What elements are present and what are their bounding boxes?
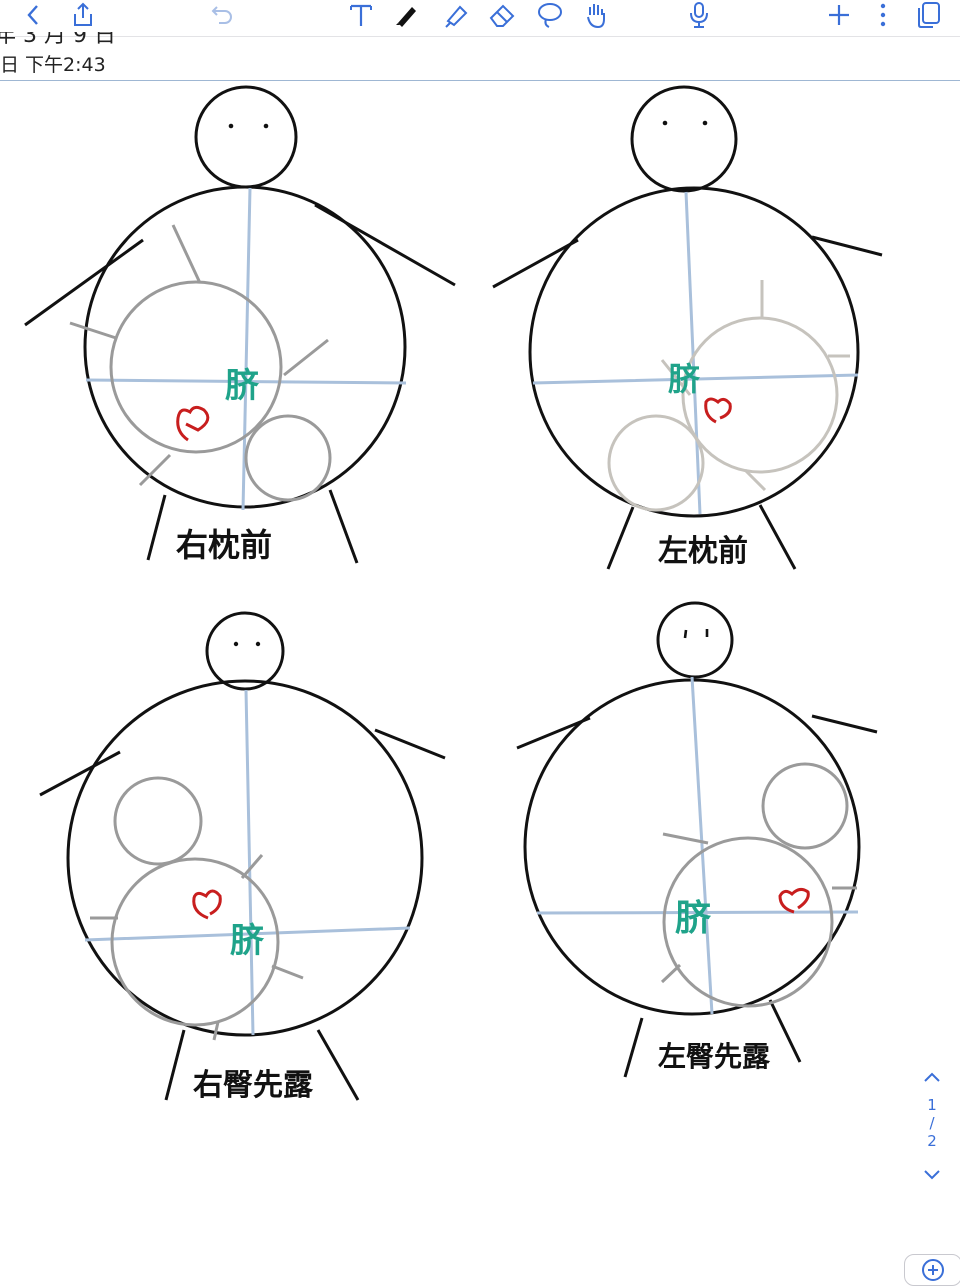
axis-lines [532,191,859,515]
pages-icon [918,2,940,28]
text-tool-button[interactable] [346,0,376,30]
note-date: 年 3 月 9 日 [0,23,116,48]
undo-icon [211,6,232,24]
figure-limbs [39,728,446,1101]
lasso-tool-button[interactable] [534,0,566,30]
highlighter-tool-button[interactable] [440,0,472,30]
navel-label: 脐 [668,360,701,398]
next-page-button[interactable] [912,1168,952,1192]
figure-left-occiput-anterior: 脐 左枕前 [492,85,883,570]
figure-belly [66,679,424,1037]
figure-limbs [492,235,883,570]
lasso-icon [538,3,562,28]
plus-circle-icon [922,1259,944,1281]
current-page-number: 1 [927,1096,937,1114]
eraser-icon [489,4,515,27]
add-page-button[interactable] [904,1254,960,1286]
axis-lines [536,676,859,1015]
touch-tool-button[interactable] [580,0,612,30]
fetus-sketch [69,224,332,502]
more-vertical-icon [880,3,886,27]
figure-right-occiput-anterior: 脐 右枕前 [24,85,456,564]
page-separator: / [929,1114,935,1132]
header-divider [0,80,960,81]
navel-label: 脐 [230,921,265,961]
position-label: 左枕前 [658,534,748,569]
figure-eye [255,641,261,647]
figure-eye [683,629,709,639]
position-label: 左臀先露 [658,1040,771,1073]
previous-page-button[interactable] [912,1070,952,1094]
figure-belly [83,185,407,509]
position-label: 右臀先露 [193,1068,314,1103]
plus-icon [829,5,849,25]
figure-eye [702,120,708,126]
figure-limbs [24,203,456,564]
fetus-sketch [607,280,850,512]
axis-lines [84,689,411,1036]
add-button[interactable] [824,0,854,30]
drawing-canvas[interactable]: 脐 右枕前 脐 左枕前 脐 右臀先露 [0,82,960,1212]
figure-head [205,611,285,691]
figure-head [194,85,298,189]
figure-head [630,85,738,193]
back-button[interactable] [18,0,48,30]
chevron-down-icon [924,1170,940,1180]
pen-icon [396,7,416,27]
chevron-up-icon [924,1072,940,1082]
figure-eye [662,120,668,126]
pages-button[interactable] [912,0,946,30]
highlighter-icon [445,5,468,28]
toolbar [0,0,960,37]
microphone-icon [690,2,708,28]
figure-limbs [516,714,878,1078]
share-button[interactable] [68,0,98,30]
figure-head [656,601,734,679]
figure-belly [528,186,860,518]
pen-tool-button[interactable] [390,0,422,30]
figure-eye [263,123,269,129]
more-button[interactable] [868,0,898,30]
hand-icon [587,4,605,29]
chevron-left-icon [27,5,38,25]
figure-eye [233,641,239,647]
fetus-sketch [90,776,304,1041]
heart-mark [778,887,810,914]
position-label: 右枕前 [176,526,272,564]
page-navigator: 1 / 2 [912,1070,952,1210]
heart-mark [192,889,222,920]
undo-button[interactable] [208,0,238,30]
note-time: 日 下午2:43 [0,54,106,76]
navel-label: 脐 [675,898,712,939]
share-icon [74,2,92,26]
eraser-tool-button[interactable] [486,0,518,30]
heart-mark [704,397,732,424]
text-tool-icon [350,4,372,26]
figure-eye [228,123,234,129]
figure-left-sacrum-presentation: 脐 左臀先露 [516,601,878,1078]
heart-mark [176,405,210,442]
axis-lines [85,187,407,511]
dictation-button[interactable] [684,0,714,30]
total-page-count: 2 [927,1132,937,1150]
navel-label: 脐 [225,366,260,406]
fetus-sketch [660,762,857,1008]
figure-right-sacrum-presentation: 脐 右臀先露 [39,611,446,1103]
